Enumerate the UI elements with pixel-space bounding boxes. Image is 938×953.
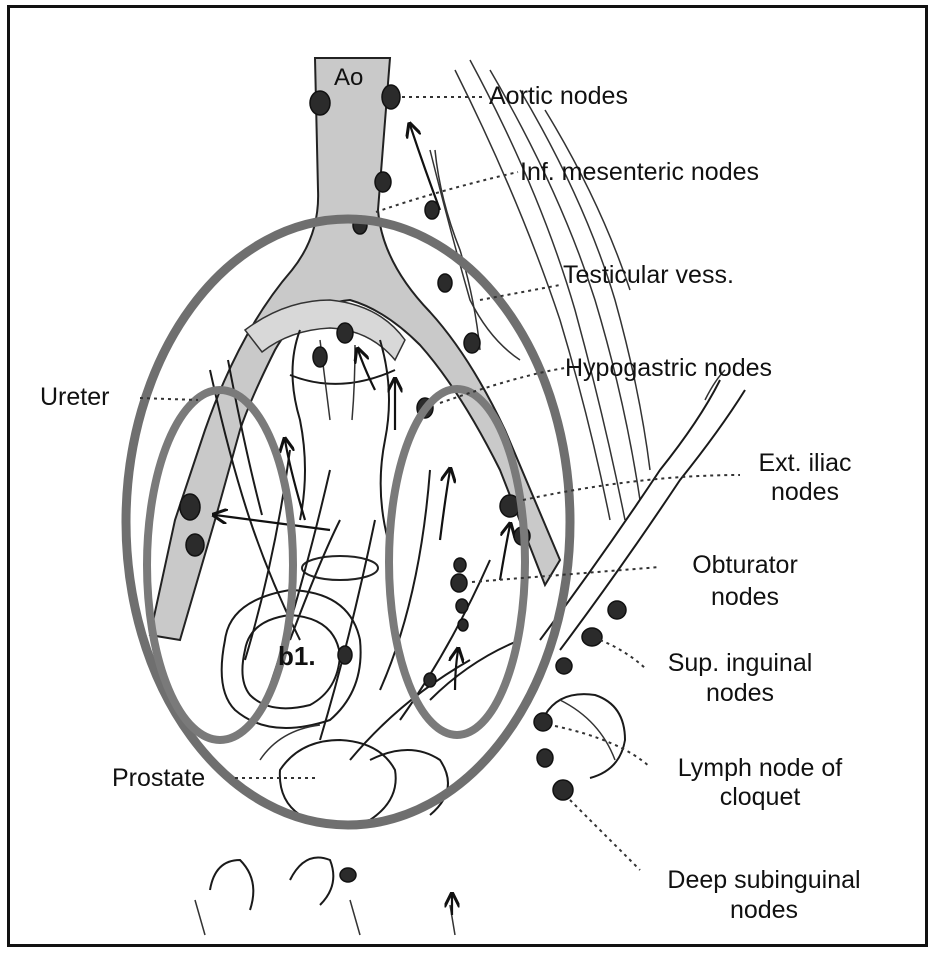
deep-subinguinal-label-line2: nodes	[730, 896, 798, 924]
bladder-mark-label: b1.	[278, 641, 316, 671]
ext-iliac-label-line2: nodes	[771, 478, 839, 506]
lymph-node-icon	[456, 599, 468, 613]
aortic-nodes-label: Aortic nodes	[489, 82, 628, 110]
lymph-node-icon	[313, 347, 327, 367]
rectum-structure	[290, 330, 395, 540]
lymph-node-icon	[556, 658, 572, 674]
hypogastric-nodes-label: Hypogastric nodes	[565, 354, 772, 382]
testicular-vess-label: Testicular vess.	[563, 261, 734, 289]
obturator-label-line1: Obturator	[692, 551, 798, 579]
arrow-icon	[440, 470, 450, 540]
arrow-icon	[215, 515, 330, 530]
inf-mesenteric-nodes-label: Inf. mesenteric nodes	[520, 158, 759, 186]
arrow-icon	[455, 650, 458, 690]
lymph-node-icon	[340, 868, 356, 882]
lymph-node-icon	[180, 494, 200, 520]
lymph-node-icon	[458, 619, 468, 631]
ext-iliac-label-line1: Ext. iliac	[758, 449, 851, 477]
lymph-node-icon	[537, 749, 553, 767]
lymph-node-icon	[608, 601, 626, 619]
arrow-icon	[500, 525, 510, 580]
lymph-node-icon	[451, 574, 467, 592]
prostate-structure	[195, 725, 455, 935]
lymph-node-icon	[454, 558, 466, 572]
femoral-structure	[545, 694, 625, 778]
testicular-vessels	[430, 60, 650, 520]
obturator-label-line2: nodes	[711, 583, 779, 611]
lymph-node-icon	[425, 201, 439, 219]
lymph-node-icon	[464, 333, 480, 353]
aorta-abbrev-label: Ao	[334, 64, 363, 91]
prostate-label: Prostate	[112, 764, 205, 792]
lymph-node-icon	[582, 628, 602, 646]
arrow-icon	[358, 350, 375, 390]
lymph-node-icon	[375, 172, 391, 192]
lymph-node-icon	[438, 274, 452, 292]
cloquet-label-line1: Lymph node of	[678, 754, 843, 782]
lymph-node-icon	[310, 91, 330, 115]
lymph-node-icon	[424, 673, 436, 687]
sup-inguinal-label-line1: Sup. inguinal	[668, 649, 813, 677]
lymph-node-icon	[186, 534, 204, 556]
lymph-node-icon	[553, 780, 573, 800]
lymph-node-icon	[337, 323, 353, 343]
sup-inguinal-label-line2: nodes	[706, 679, 774, 707]
deep-subinguinal-label-line1: Deep subinguinal	[667, 866, 860, 894]
ureter-label: Ureter	[40, 383, 109, 411]
lymph-node-icon	[382, 85, 400, 109]
cloquet-label-line2: cloquet	[720, 783, 801, 811]
lymph-node-icon	[534, 713, 552, 731]
lymph-node-icon	[338, 646, 352, 664]
